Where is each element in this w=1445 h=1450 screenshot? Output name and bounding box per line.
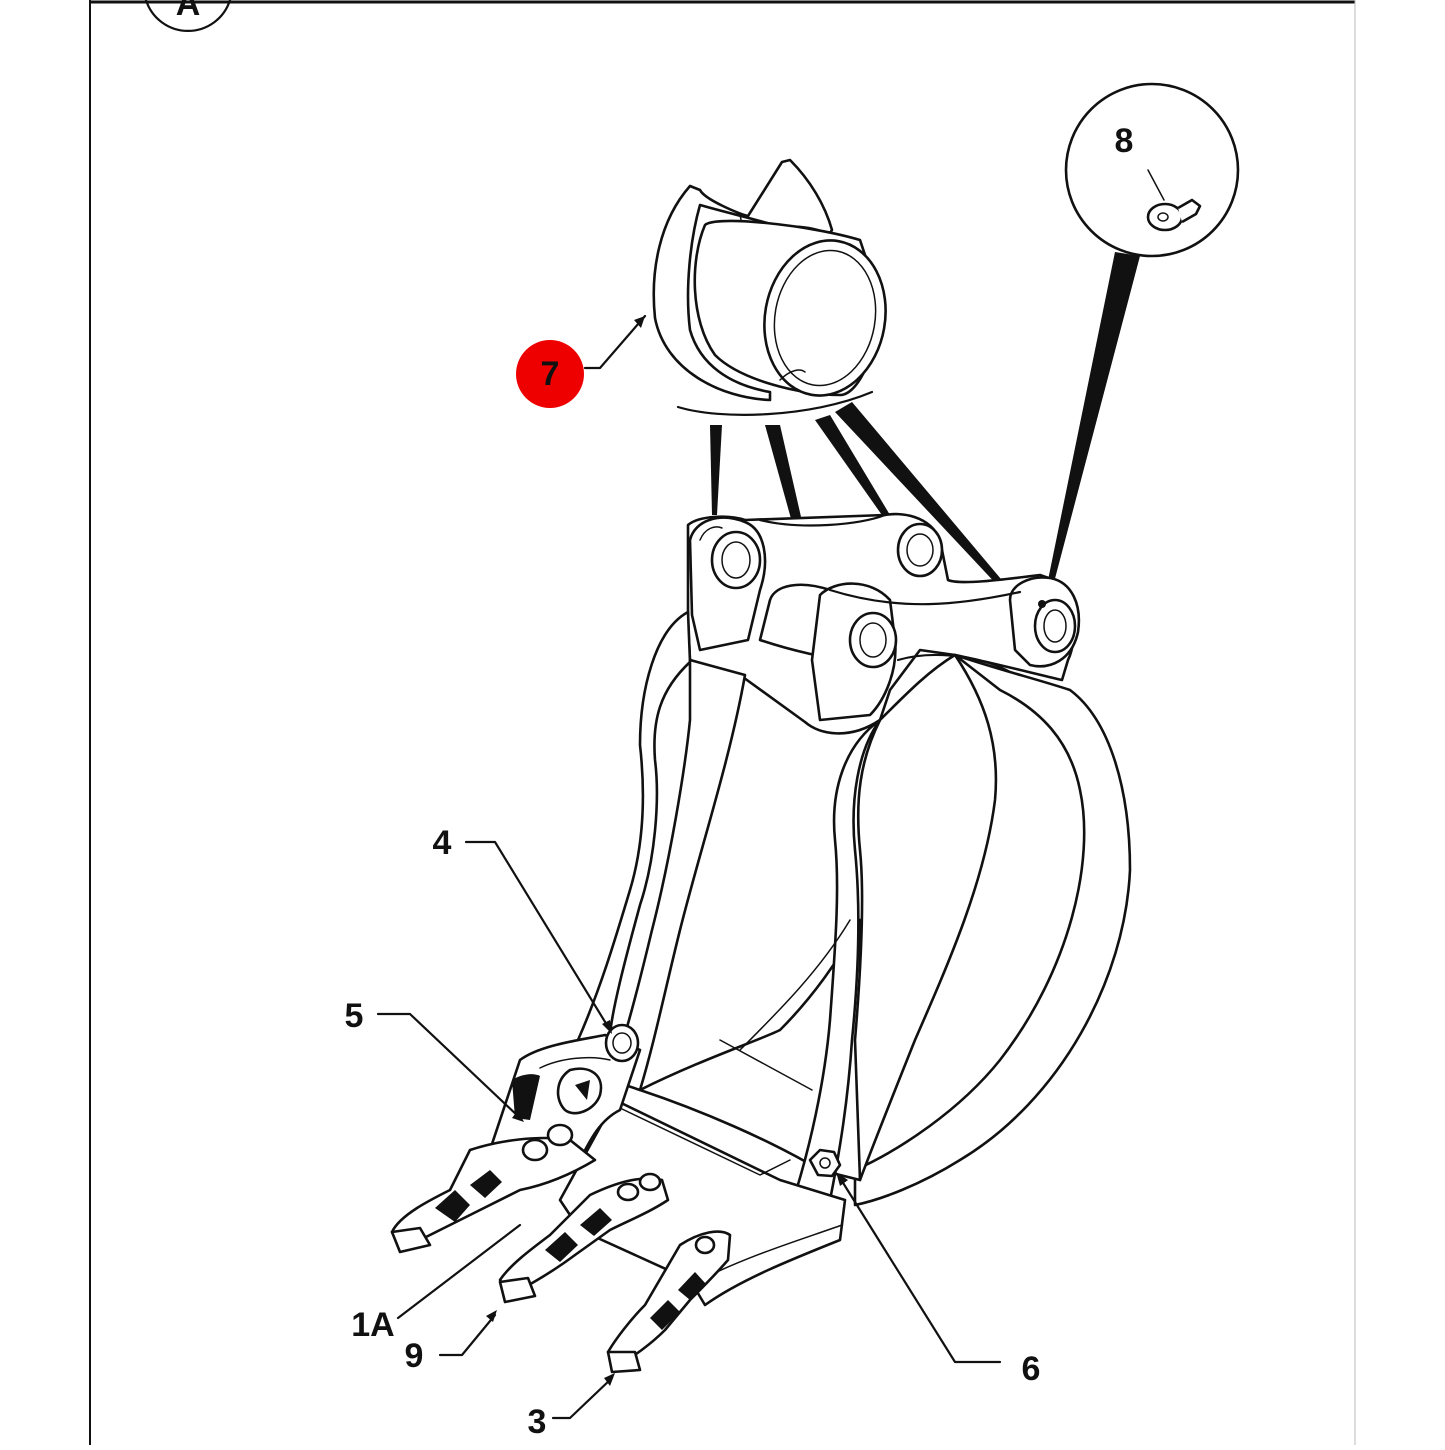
leader-lines	[376, 314, 1002, 1420]
detail-bubble-8	[1046, 82, 1240, 590]
grease-nipple-icon	[1146, 169, 1202, 232]
callout-6-label[interactable]: 6	[1022, 1350, 1041, 1388]
callout-9-label[interactable]: 9	[405, 1337, 424, 1375]
drawing-frame	[89, 0, 1356, 1445]
frame-label-badge: A	[144, 0, 232, 32]
callout-4-label[interactable]: 4	[433, 824, 452, 862]
bolt-icon	[604, 1023, 640, 1063]
tooth-center	[498, 1172, 670, 1304]
bucket-body	[558, 512, 1132, 1307]
nut-icon	[808, 1148, 842, 1178]
frame-label: A	[176, 0, 201, 23]
callout-7-label: 7	[541, 355, 560, 393]
tooth-right	[606, 1230, 732, 1374]
callout-3-label[interactable]: 3	[528, 1403, 547, 1441]
tooth-left	[390, 1123, 597, 1254]
callout-1a-label[interactable]: 1A	[351, 1306, 394, 1344]
highlight-marker	[516, 340, 584, 408]
callout-8-label[interactable]: 8	[1115, 122, 1134, 160]
callout-5-label[interactable]: 5	[345, 997, 364, 1035]
callout-7[interactable]: 7	[516, 340, 584, 408]
